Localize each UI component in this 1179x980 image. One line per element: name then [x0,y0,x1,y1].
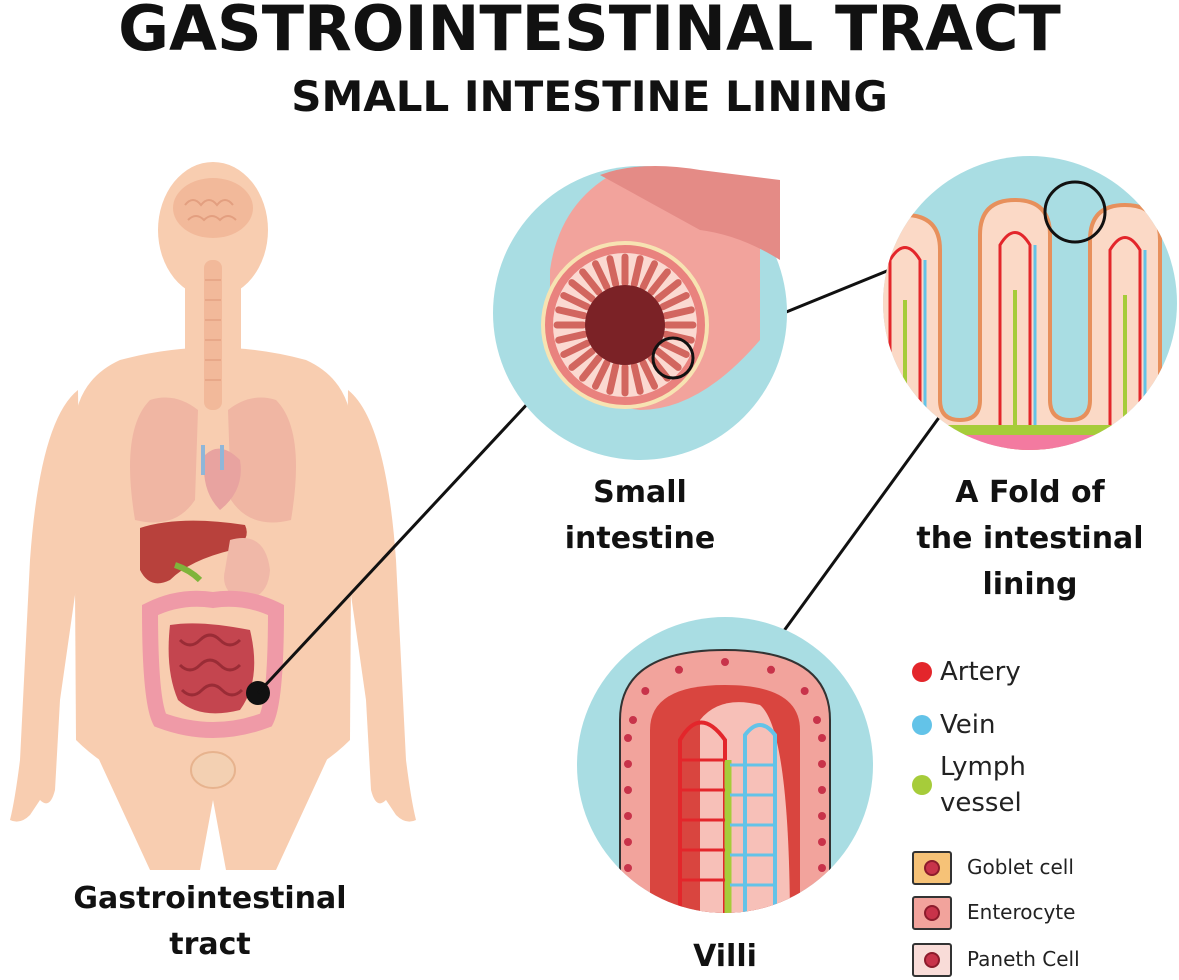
legend-enterocyte: Enterocyte [967,900,1075,924]
cell-nucleus [624,864,632,872]
cell-nucleus [813,716,821,724]
cell-nucleus [675,666,683,674]
cell-nucleus [641,687,649,695]
legend-goblet: Goblet cell [967,855,1074,879]
legend-artery: Artery [940,654,1021,690]
cell-nucleus [818,838,826,846]
vein-legend-dot [912,715,932,735]
cell-nucleus [818,890,826,898]
cell-nucleus [624,890,632,898]
fold-label-line2: the intestinal [880,516,1179,562]
gi-tract-label-line2: tract [20,922,400,968]
gi-tract-label-line1: Gastrointestinal [20,876,400,922]
cell-nucleus [818,864,826,872]
cell-nucleus [624,786,632,794]
cell-nucleus [624,760,632,768]
human-body-figure [10,162,416,870]
legend-vein: Vein [940,707,995,743]
cell-nucleus [624,734,632,742]
small-intestine-label: Small intestine [520,470,760,562]
legend-paneth: Paneth Cell [967,947,1080,971]
legend-lymph-line1: Lymph [940,749,1026,785]
cell-nucleus [818,734,826,742]
cell-nucleus [818,916,826,924]
artery-legend-dot [912,662,932,682]
cell-nucleus [818,760,826,768]
cell-nucleus [629,716,637,724]
cell-nucleus [818,812,826,820]
cell-nucleus [624,916,632,924]
cell-nucleus [721,658,729,666]
gi-tract-label: Gastrointestinal tract [20,876,400,968]
cell-nucleus [624,812,632,820]
villi-label: Villi [625,935,825,979]
small-intestine-circle [493,166,787,460]
cell-nucleus [767,666,775,674]
paneth-cell-swatch [912,943,952,977]
cell-nucleus [801,687,809,695]
fold-label: A Fold of the intestinal lining [880,470,1179,608]
fold-label-line1: A Fold of [880,470,1179,516]
legend-lymph-line2: vessel [940,785,1022,821]
cell-nucleus [624,838,632,846]
intestinal-fold-circle [860,156,1179,455]
villi-circle [577,617,873,930]
small-intestine-label-line1: Small [520,470,760,516]
enterocyte-swatch [912,896,952,930]
cell-nucleus [818,786,826,794]
goblet-cell-swatch [912,851,952,885]
fold-label-line3: lining [880,562,1179,608]
lymph-legend-dot [912,775,932,795]
small-intestine-label-line2: intestine [520,516,760,562]
